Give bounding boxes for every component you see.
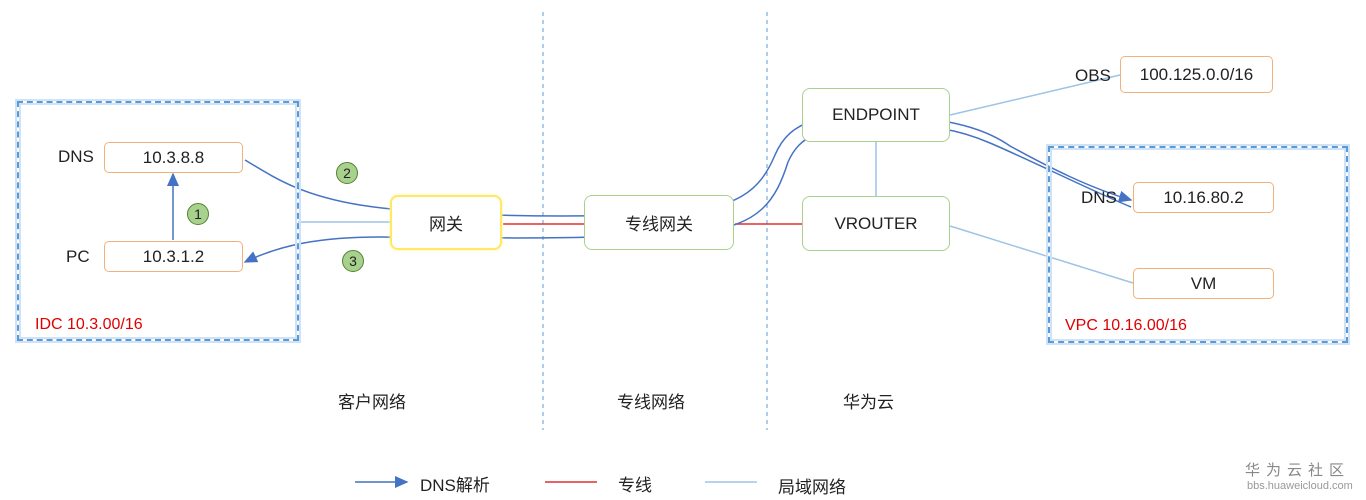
vrouter-node[interactable]: VROUTER xyxy=(802,196,950,251)
vpc-dns-label: DNS xyxy=(1081,188,1117,207)
lan-link-endpoint-obs xyxy=(949,74,1121,116)
pc-node[interactable]: 10.3.1.2 xyxy=(104,241,243,272)
watermark-brand: 华为云社区 xyxy=(1245,462,1351,479)
pc-label: PC xyxy=(66,247,90,266)
vm-node[interactable]: VM xyxy=(1133,268,1274,299)
lan-link-vrouter-vm xyxy=(949,225,1134,284)
idc-zone-label: IDC 10.3.00/16 xyxy=(35,316,143,333)
idc-zone xyxy=(17,101,299,341)
endpoint-node[interactable]: ENDPOINT xyxy=(802,88,950,142)
dns-flow-request xyxy=(244,114,1133,217)
idc-dns-label: DNS xyxy=(58,147,94,166)
step-badge-3: 3 xyxy=(342,250,364,272)
vpc-zone xyxy=(1048,146,1348,343)
obs-label: OBS xyxy=(1075,66,1111,85)
vpc-zone-label: VPC 10.16.00/16 xyxy=(1065,317,1187,334)
dns-flow-response xyxy=(243,124,1132,263)
obs-node[interactable]: 100.125.0.0/16 xyxy=(1120,56,1273,93)
section-label-cloud: 华为云 xyxy=(843,393,894,412)
idc-dns-node[interactable]: 10.3.8.8 xyxy=(104,142,243,173)
legend-dns-label: DNS解析 xyxy=(420,476,490,495)
step-badge-1: 1 xyxy=(187,203,209,225)
vpc-dns-node[interactable]: 10.16.80.2 xyxy=(1133,182,1274,213)
section-label-customer: 客户网络 xyxy=(338,393,406,412)
gateway-node[interactable]: 网关 xyxy=(390,195,502,250)
section-label-dedicated: 专线网络 xyxy=(617,393,685,412)
dc-gateway-node[interactable]: 专线网关 xyxy=(584,195,734,250)
step-badge-2: 2 xyxy=(336,162,358,184)
legend-dedicated-label: 专线 xyxy=(618,476,652,495)
watermark-url: bbs.huaweicloud.com xyxy=(1247,480,1353,492)
legend-lan-label: 局域网络 xyxy=(778,478,846,497)
